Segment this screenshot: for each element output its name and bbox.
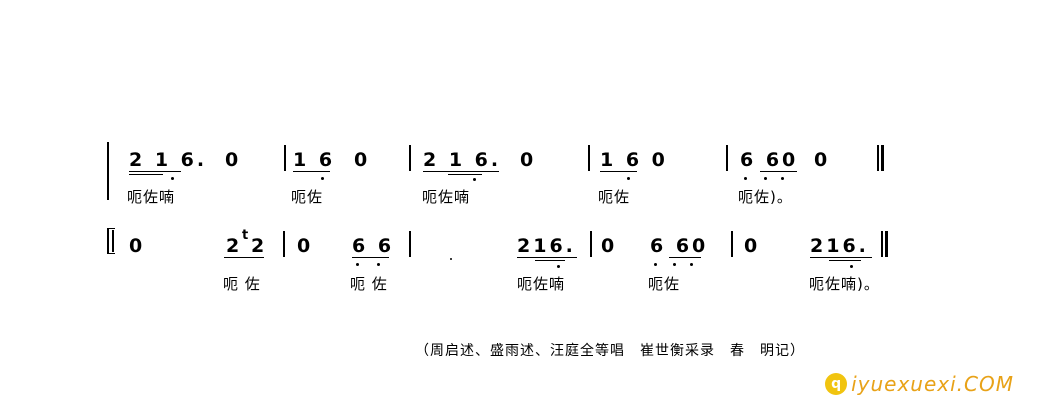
- r1-note-4: 0: [354, 149, 371, 171]
- row2-bar-1: [283, 231, 285, 257]
- r1-underline-3b: [448, 174, 482, 176]
- r1-lyric-4: 呃佐: [598, 188, 631, 206]
- row1-final-bar-thin: [877, 145, 879, 171]
- r2-note-4: 0: [297, 235, 314, 257]
- r2-dot-7: [850, 265, 853, 268]
- r1-note-8: 6 60: [740, 149, 799, 171]
- r1-dot-5: [744, 177, 747, 180]
- r2-dot-6: [690, 263, 693, 266]
- r1-note-6: 0: [520, 149, 537, 171]
- r1-underline-2: [293, 171, 330, 173]
- r2-lyric-5: 呃佐喃)。: [809, 275, 880, 293]
- row2-bar-2: [409, 231, 411, 257]
- r1-underline-1b: [129, 174, 163, 176]
- r2-note-9: 0: [744, 235, 761, 257]
- r2-underline-3b: [535, 260, 565, 262]
- r1-note-5: 2 1 6.: [423, 149, 502, 171]
- r1-lyric-2: 呃佐: [291, 188, 324, 206]
- r2-underline-5: [810, 257, 872, 259]
- music-note-icon: q: [825, 373, 848, 395]
- r1-note-7: 1 6 0: [600, 149, 668, 171]
- r1-note-9: 0: [814, 149, 831, 171]
- r2-lyric-1: 呃 佐: [223, 275, 261, 293]
- row1-left-bar: [107, 142, 109, 200]
- r2-dot-5: [673, 263, 676, 266]
- watermark[interactable]: q iyuexuexi.COM: [825, 371, 1014, 397]
- r1-note-2: 0: [225, 149, 242, 171]
- row2-left-bar-2: [112, 230, 114, 252]
- row1-final-bar-thick: [881, 145, 884, 171]
- row2-left-bar: [107, 228, 109, 254]
- r2-dot-1: [356, 263, 359, 266]
- row2-bar-3: [590, 231, 592, 257]
- r2-dot-3: [557, 265, 560, 268]
- r2-note-2: 2: [226, 235, 243, 257]
- row2-bar-4: [731, 231, 733, 257]
- r1-dot-3: [473, 178, 476, 181]
- r1-underline-5: [760, 171, 797, 173]
- r2-tick: [450, 258, 452, 260]
- r2-dot-2: [377, 263, 380, 266]
- r1-lyric-3: 呃佐喃: [422, 188, 471, 206]
- r1-dot-4: [627, 177, 630, 180]
- r2-underline-1: [224, 257, 264, 259]
- r1-underline-3: [423, 171, 499, 173]
- r2-underline-5b: [829, 260, 861, 262]
- r1-lyric-5: 呃佐)。: [738, 188, 793, 206]
- r2-dot-4: [654, 263, 657, 266]
- r2-grace-mark: t: [242, 228, 252, 243]
- r1-dot-7: [781, 177, 784, 180]
- r1-underline-4: [600, 171, 637, 173]
- r2-underline-4: [669, 257, 701, 259]
- r1-note-3: 1 6: [293, 149, 336, 171]
- r2-note-10: 216.: [810, 235, 869, 257]
- r1-underline-1: [129, 171, 181, 173]
- r2-underline-2: [352, 257, 389, 259]
- row2-bracket-top: [107, 228, 115, 230]
- r1-dot-2: [321, 177, 324, 180]
- row1-bar-4: [726, 145, 728, 171]
- r2-note-7: 0: [601, 235, 618, 257]
- row1-bar-1: [284, 145, 286, 171]
- r2-note-6: 216.: [517, 235, 576, 257]
- r1-note-1: 2 1 6.: [129, 149, 208, 171]
- r2-note-1: 0: [129, 235, 146, 257]
- r2-note-5: 6 6: [352, 235, 395, 257]
- r2-note-8: 6 60: [650, 235, 709, 257]
- r2-lyric-2: 呃 佐: [350, 275, 388, 293]
- r1-lyric-1: 呃佐喃: [127, 188, 176, 206]
- row1-bar-2: [409, 145, 411, 171]
- row1-bar-3: [588, 145, 590, 171]
- watermark-text: iyuexuexi.COM: [851, 372, 1014, 396]
- credit-line: （周启述、盛雨述、汪庭全等唱 崔世衡采录 春 明记）: [415, 343, 805, 359]
- r1-dot-6: [764, 177, 767, 180]
- r2-note-3: 2: [251, 235, 268, 257]
- r2-underline-3: [517, 257, 577, 259]
- row2-bracket-bottom: [107, 253, 115, 255]
- row2-final-bar-thick: [885, 231, 888, 257]
- row2-final-bar-thin: [881, 231, 883, 257]
- r2-lyric-4: 呃佐: [648, 275, 681, 293]
- r1-dot-1: [171, 177, 174, 180]
- r2-lyric-3: 呃佐喃: [517, 275, 566, 293]
